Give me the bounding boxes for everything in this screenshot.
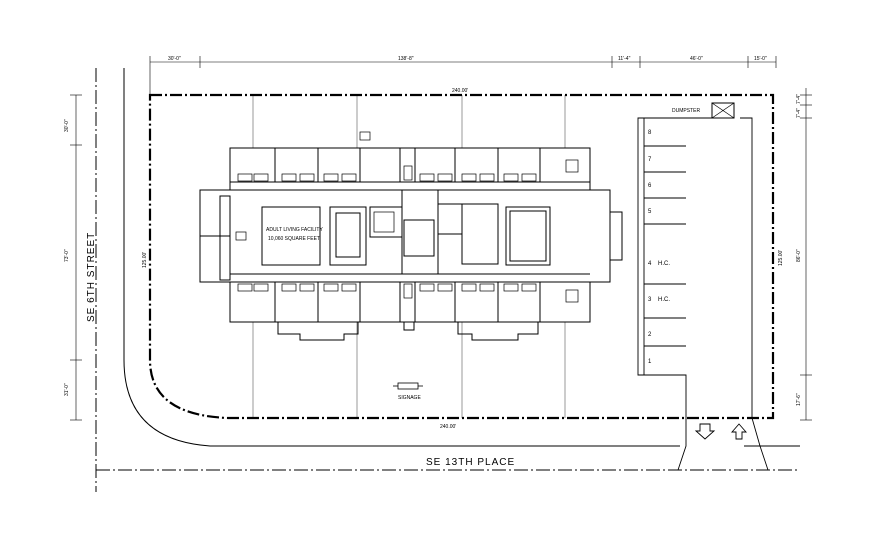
up-arrow-icon [731,423,747,440]
top-dim-5: 15'-0" [754,56,767,62]
top-dim-2: 138'-8" [398,56,414,62]
building-label-line1: ADULT LIVING FACILITY [266,227,323,233]
signage: SIGNAGE [393,382,423,401]
top-dimension-string [149,56,777,95]
right-dimension-string [800,88,812,421]
top-dim-3: 11'-4" [618,56,631,62]
street-south: SE 13TH PLACE [426,457,515,468]
stall-4: 4 [648,261,652,267]
right-dim-2: 7'-4" [796,108,802,118]
building [199,147,623,341]
down-arrow-icon [694,423,716,440]
stall-1: 1 [648,359,652,365]
property-line [148,93,775,420]
fixtures [235,131,579,303]
right-dim-4: 17'-6" [796,393,802,406]
signage-label: SIGNAGE [398,395,421,401]
top-dim-1: 30'-0" [168,56,181,62]
stall-4-note: H.C. [658,261,670,267]
street-west: SE 6TH STREET [86,232,97,322]
stall-3-note: H.C. [658,297,670,303]
dumpster: DUMPSTER [672,102,735,119]
stall-3: 3 [648,297,652,303]
parking-stall-labels: 8 7 6 5 4 H.C. 3 H.C. 2 1 [648,130,670,365]
stall-6: 6 [648,183,652,189]
right-dim-1: 7'-4" [796,94,802,104]
right-dim-3: 86'-0" [796,249,802,262]
stall-2: 2 [648,332,652,338]
driveway-arrows [694,423,747,440]
left-dimension-string [70,94,82,421]
building-label-line2: 10,060 SQUARE FEET [268,236,320,242]
stall-7: 7 [648,157,652,163]
left-dim-1: 30'-0" [64,119,70,132]
stall-8: 8 [648,130,652,136]
parking-area [637,117,769,471]
left-dim-3: 31'-0" [64,383,70,396]
street-edges [95,68,800,492]
width-top: 240.00' [452,88,468,94]
depth-left: 125.00' [142,252,148,268]
depth-right: 125.00' [778,250,784,266]
stall-5: 5 [648,209,652,215]
top-dim-4: 46'-0" [690,56,703,62]
dumpster-label: DUMPSTER [672,108,700,114]
width-bottom: 240.00' [440,424,456,430]
left-dim-2: 73'-0" [64,249,70,262]
